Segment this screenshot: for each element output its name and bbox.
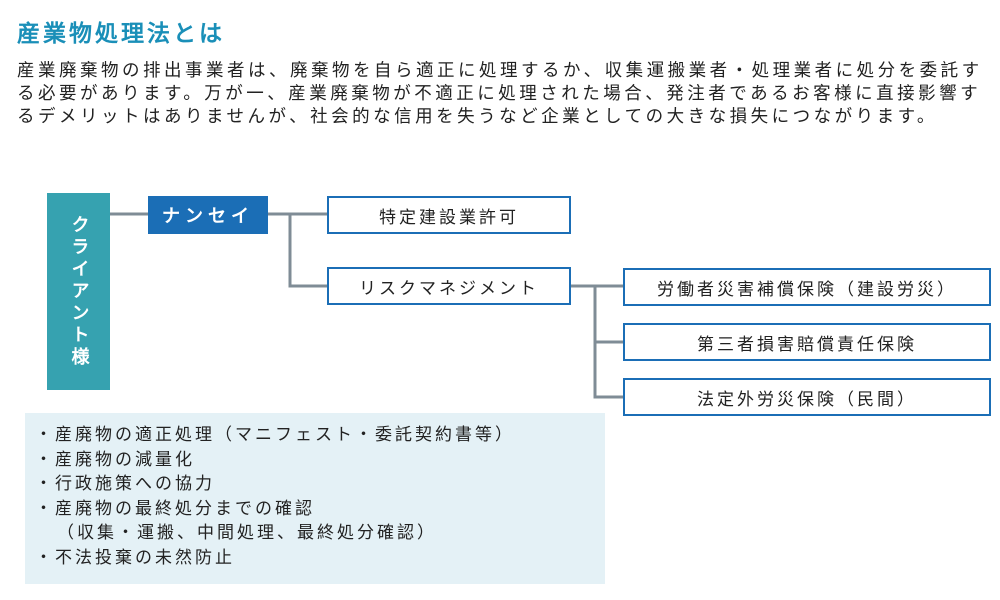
notes-list: ・産廃物の適正処理（マニフェスト・委託契約書等） ・産廃物の減量化 ・行政施策へ… (25, 413, 605, 584)
private-accident-insurance-box: 法定外労災保険（民間） (623, 378, 991, 416)
list-item-subtext: （収集・運搬、中間処理、最終処分確認） (57, 523, 437, 543)
third-party-liability-insurance-box: 第三者損害賠償責任保険 (623, 323, 991, 361)
page-title: 産業物処理法とは (17, 21, 225, 47)
list-item: ・産廃物の減量化 (35, 449, 195, 470)
intro-paragraph: 産業廃棄物の排出事業者は、廃棄物を自ら適正に処理するか、収集運搬業者・処理業者に… (17, 61, 983, 127)
list-item: ・不法投棄の未然防止 (35, 547, 235, 568)
risk-management-box: リスクマネジメント (327, 267, 571, 305)
list-item: ・産廃物の最終処分までの確認 （収集・運搬、中間処理、最終処分確認） (35, 497, 605, 546)
workers-accident-insurance-box: 労働者災害補償保険（建設労災） (623, 268, 991, 306)
list-item: ・産廃物の適正処理（マニフェスト・委託契約書等） (35, 425, 515, 445)
company-box: ナンセイ (148, 196, 268, 234)
construction-permit-box: 特定建設業許可 (327, 196, 571, 234)
connector-company-risk (288, 214, 327, 288)
list-item: ・行政施策への協力 (35, 474, 215, 494)
client-box: クライアント様 (47, 193, 110, 390)
connector-insurance-branch (593, 286, 623, 399)
client-label: クライアント様 (68, 214, 90, 369)
